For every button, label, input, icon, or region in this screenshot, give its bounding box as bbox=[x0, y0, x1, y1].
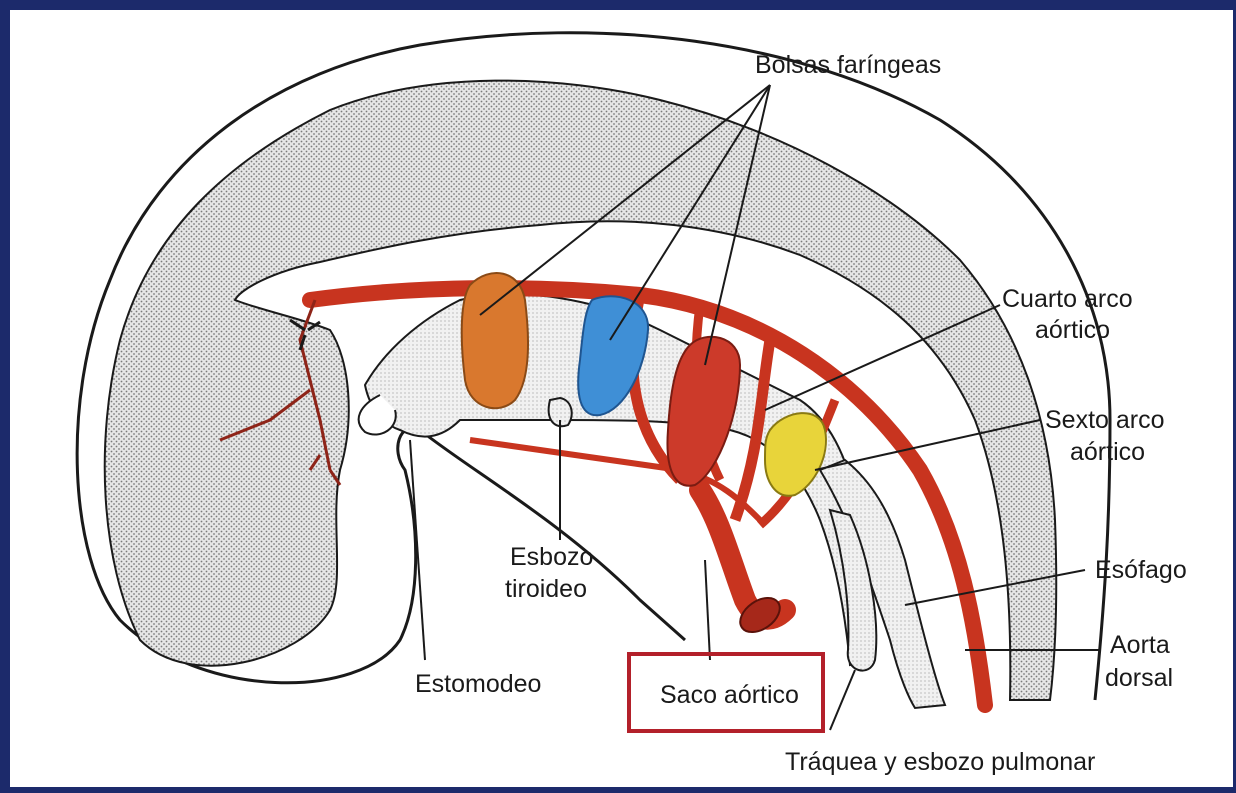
label-esofago: Esófago bbox=[1095, 556, 1187, 584]
leader-esofago bbox=[905, 570, 1085, 605]
label-sexto-2: aórtico bbox=[1070, 438, 1145, 466]
label-aorta-1: Aorta bbox=[1110, 631, 1170, 659]
label-esbozo-2: tiroideo bbox=[505, 575, 587, 603]
pouch-orange bbox=[462, 273, 528, 408]
label-cuarto-2: aórtico bbox=[1035, 316, 1110, 344]
label-bolsas: Bolsas faríngeas bbox=[755, 51, 941, 79]
saco-highlight-box bbox=[627, 652, 825, 733]
label-sexto-1: Sexto arco bbox=[1045, 406, 1165, 434]
leader-estomodeo bbox=[410, 440, 425, 660]
leader-saco bbox=[705, 560, 710, 660]
label-cuarto-1: Cuarto arco bbox=[1002, 285, 1133, 313]
label-esbozo-1: Esbozo bbox=[510, 543, 593, 571]
label-aorta-2: dorsal bbox=[1105, 664, 1173, 692]
label-estomodeo: Estomodeo bbox=[415, 670, 541, 698]
leader-traquea bbox=[830, 670, 855, 730]
label-traquea: Tráquea y esbozo pulmonar bbox=[785, 748, 1095, 776]
